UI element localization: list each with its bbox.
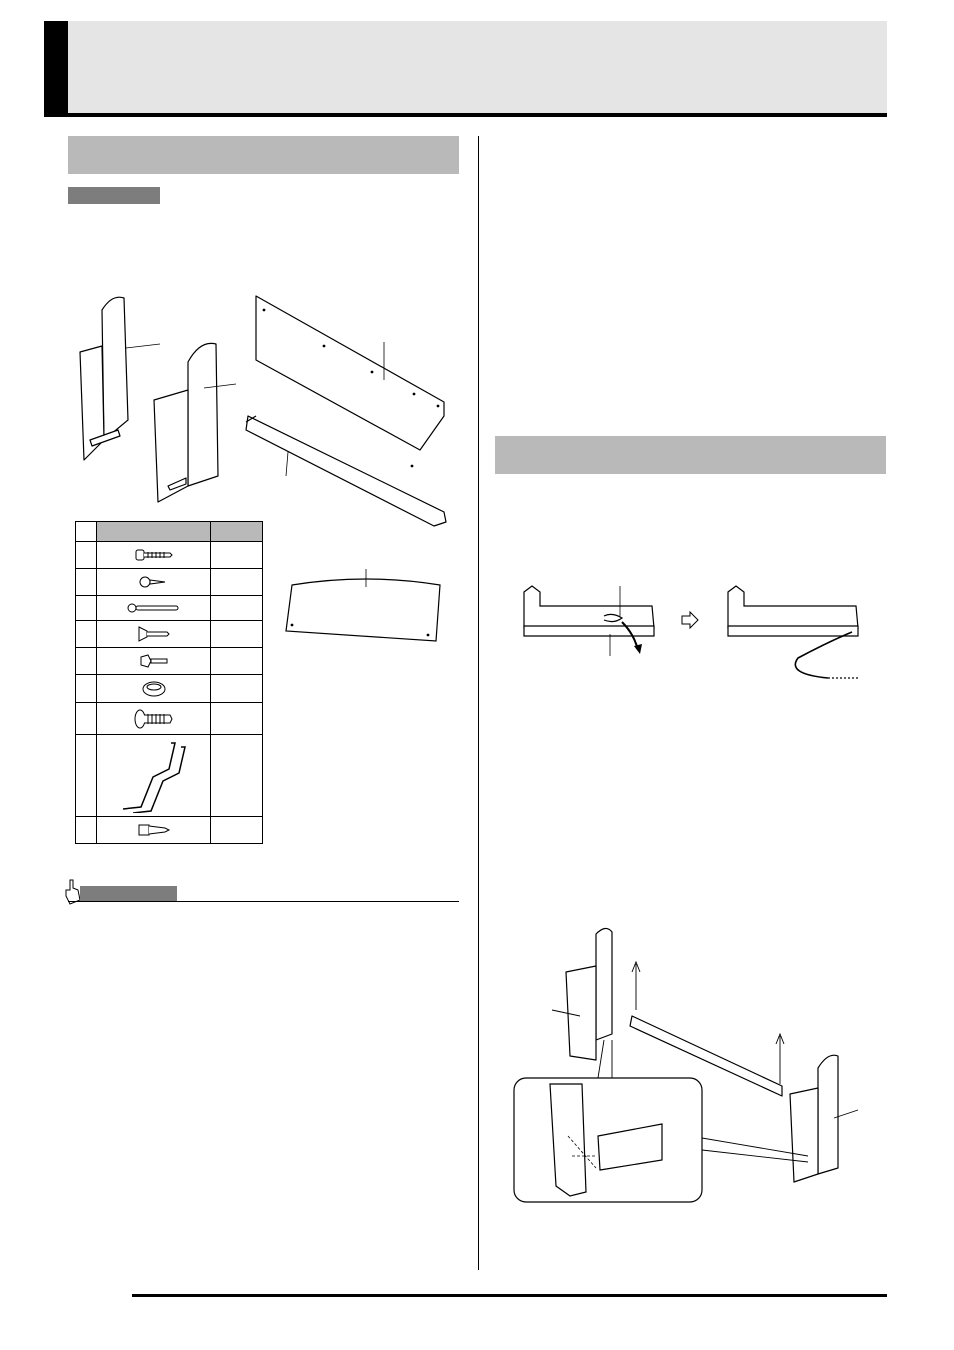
bolt-icon <box>140 654 167 668</box>
footer-rule <box>132 1294 887 1297</box>
pointing-hand-icon <box>65 879 81 905</box>
table-row <box>75 702 263 735</box>
large-screw-icon <box>134 709 173 728</box>
column-divider <box>478 136 479 1270</box>
assembly-figure <box>513 927 859 1203</box>
table-row <box>75 674 263 703</box>
parts-table-header-qty <box>210 521 263 542</box>
preparation-tag <box>68 187 160 204</box>
cap-icon <box>142 681 165 696</box>
parts-table <box>75 521 263 844</box>
parts-table-header-name <box>96 521 211 542</box>
cable-tie-icon <box>127 603 178 613</box>
header-tab-marker <box>44 21 68 116</box>
section-assemble-bar <box>68 136 459 174</box>
table-row <box>75 620 263 648</box>
header-rule <box>44 113 887 117</box>
anchor-icon <box>138 824 170 836</box>
table-row <box>75 816 263 844</box>
table-row <box>75 568 263 596</box>
thumb-screw-icon <box>138 626 170 642</box>
note-tag <box>80 886 177 902</box>
section-cable-bar <box>495 436 886 474</box>
small-screw-icon <box>139 576 165 588</box>
table-row <box>75 541 263 569</box>
parts-overview-figure <box>79 295 447 527</box>
headphone-hook-icon <box>122 741 186 813</box>
cable-routing-figure <box>523 585 859 679</box>
note-rule <box>68 901 459 902</box>
music-stand-figure <box>285 569 441 642</box>
table-row <box>75 595 263 621</box>
table-row <box>75 734 263 817</box>
page-header <box>44 21 887 114</box>
screw-icon <box>135 549 173 561</box>
parts-table-header-no <box>75 521 97 542</box>
table-row <box>75 647 263 675</box>
